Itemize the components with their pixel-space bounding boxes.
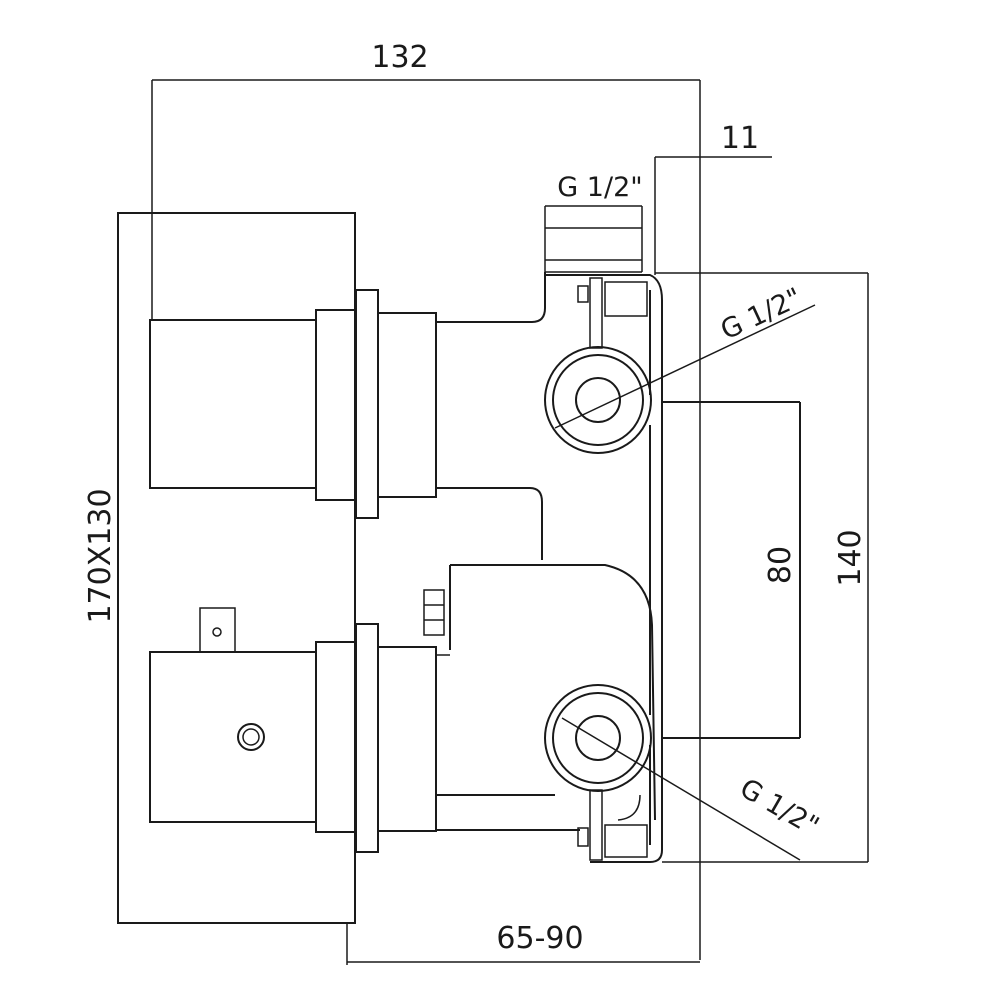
dim-11-label: 11 [721, 121, 759, 156]
valve-body [423, 272, 656, 831]
upper-thread-leader [554, 304, 816, 429]
dim-flange: 11 [654, 121, 772, 275]
upper-outlet-outer-icon [544, 346, 652, 454]
lower-handle [149, 607, 437, 853]
thread-label-top: G 1/2" [557, 172, 642, 203]
lower-bracket [589, 789, 603, 861]
upper-bracket [589, 277, 603, 349]
thread-label-upper: G 1/2" [716, 282, 806, 346]
lock-nut [423, 589, 445, 636]
dim-170x130-label: 170X130 [83, 488, 118, 623]
lower-thread-leader [561, 717, 801, 861]
safety-tab-hole-icon [212, 627, 222, 637]
top-inlet: G 1/2" [544, 172, 643, 273]
dim-65-90-label: 65-90 [496, 921, 583, 956]
cover-plate: 170X130 [83, 212, 356, 924]
dim-overall-width: 132 [151, 40, 701, 960]
lower-outlet [544, 684, 652, 861]
dim-80-label: 80 [763, 546, 798, 584]
lower-outlet-outer-icon [544, 684, 652, 792]
dim-total-height: 140 [655, 272, 869, 863]
dim-132-label: 132 [371, 40, 428, 75]
safety-button-icon [237, 723, 265, 751]
thread-label-lower: G 1/2" [735, 773, 824, 843]
upper-outlet [544, 277, 652, 454]
upper-handle [149, 289, 437, 519]
dim-depth: 65-90 [346, 921, 700, 965]
lower-outlet-inner-icon [575, 715, 621, 761]
dim-140-label: 140 [833, 529, 868, 586]
mounting-flange [545, 274, 801, 863]
safety-tab [199, 607, 236, 653]
upper-outlet-inner-icon [575, 377, 621, 423]
